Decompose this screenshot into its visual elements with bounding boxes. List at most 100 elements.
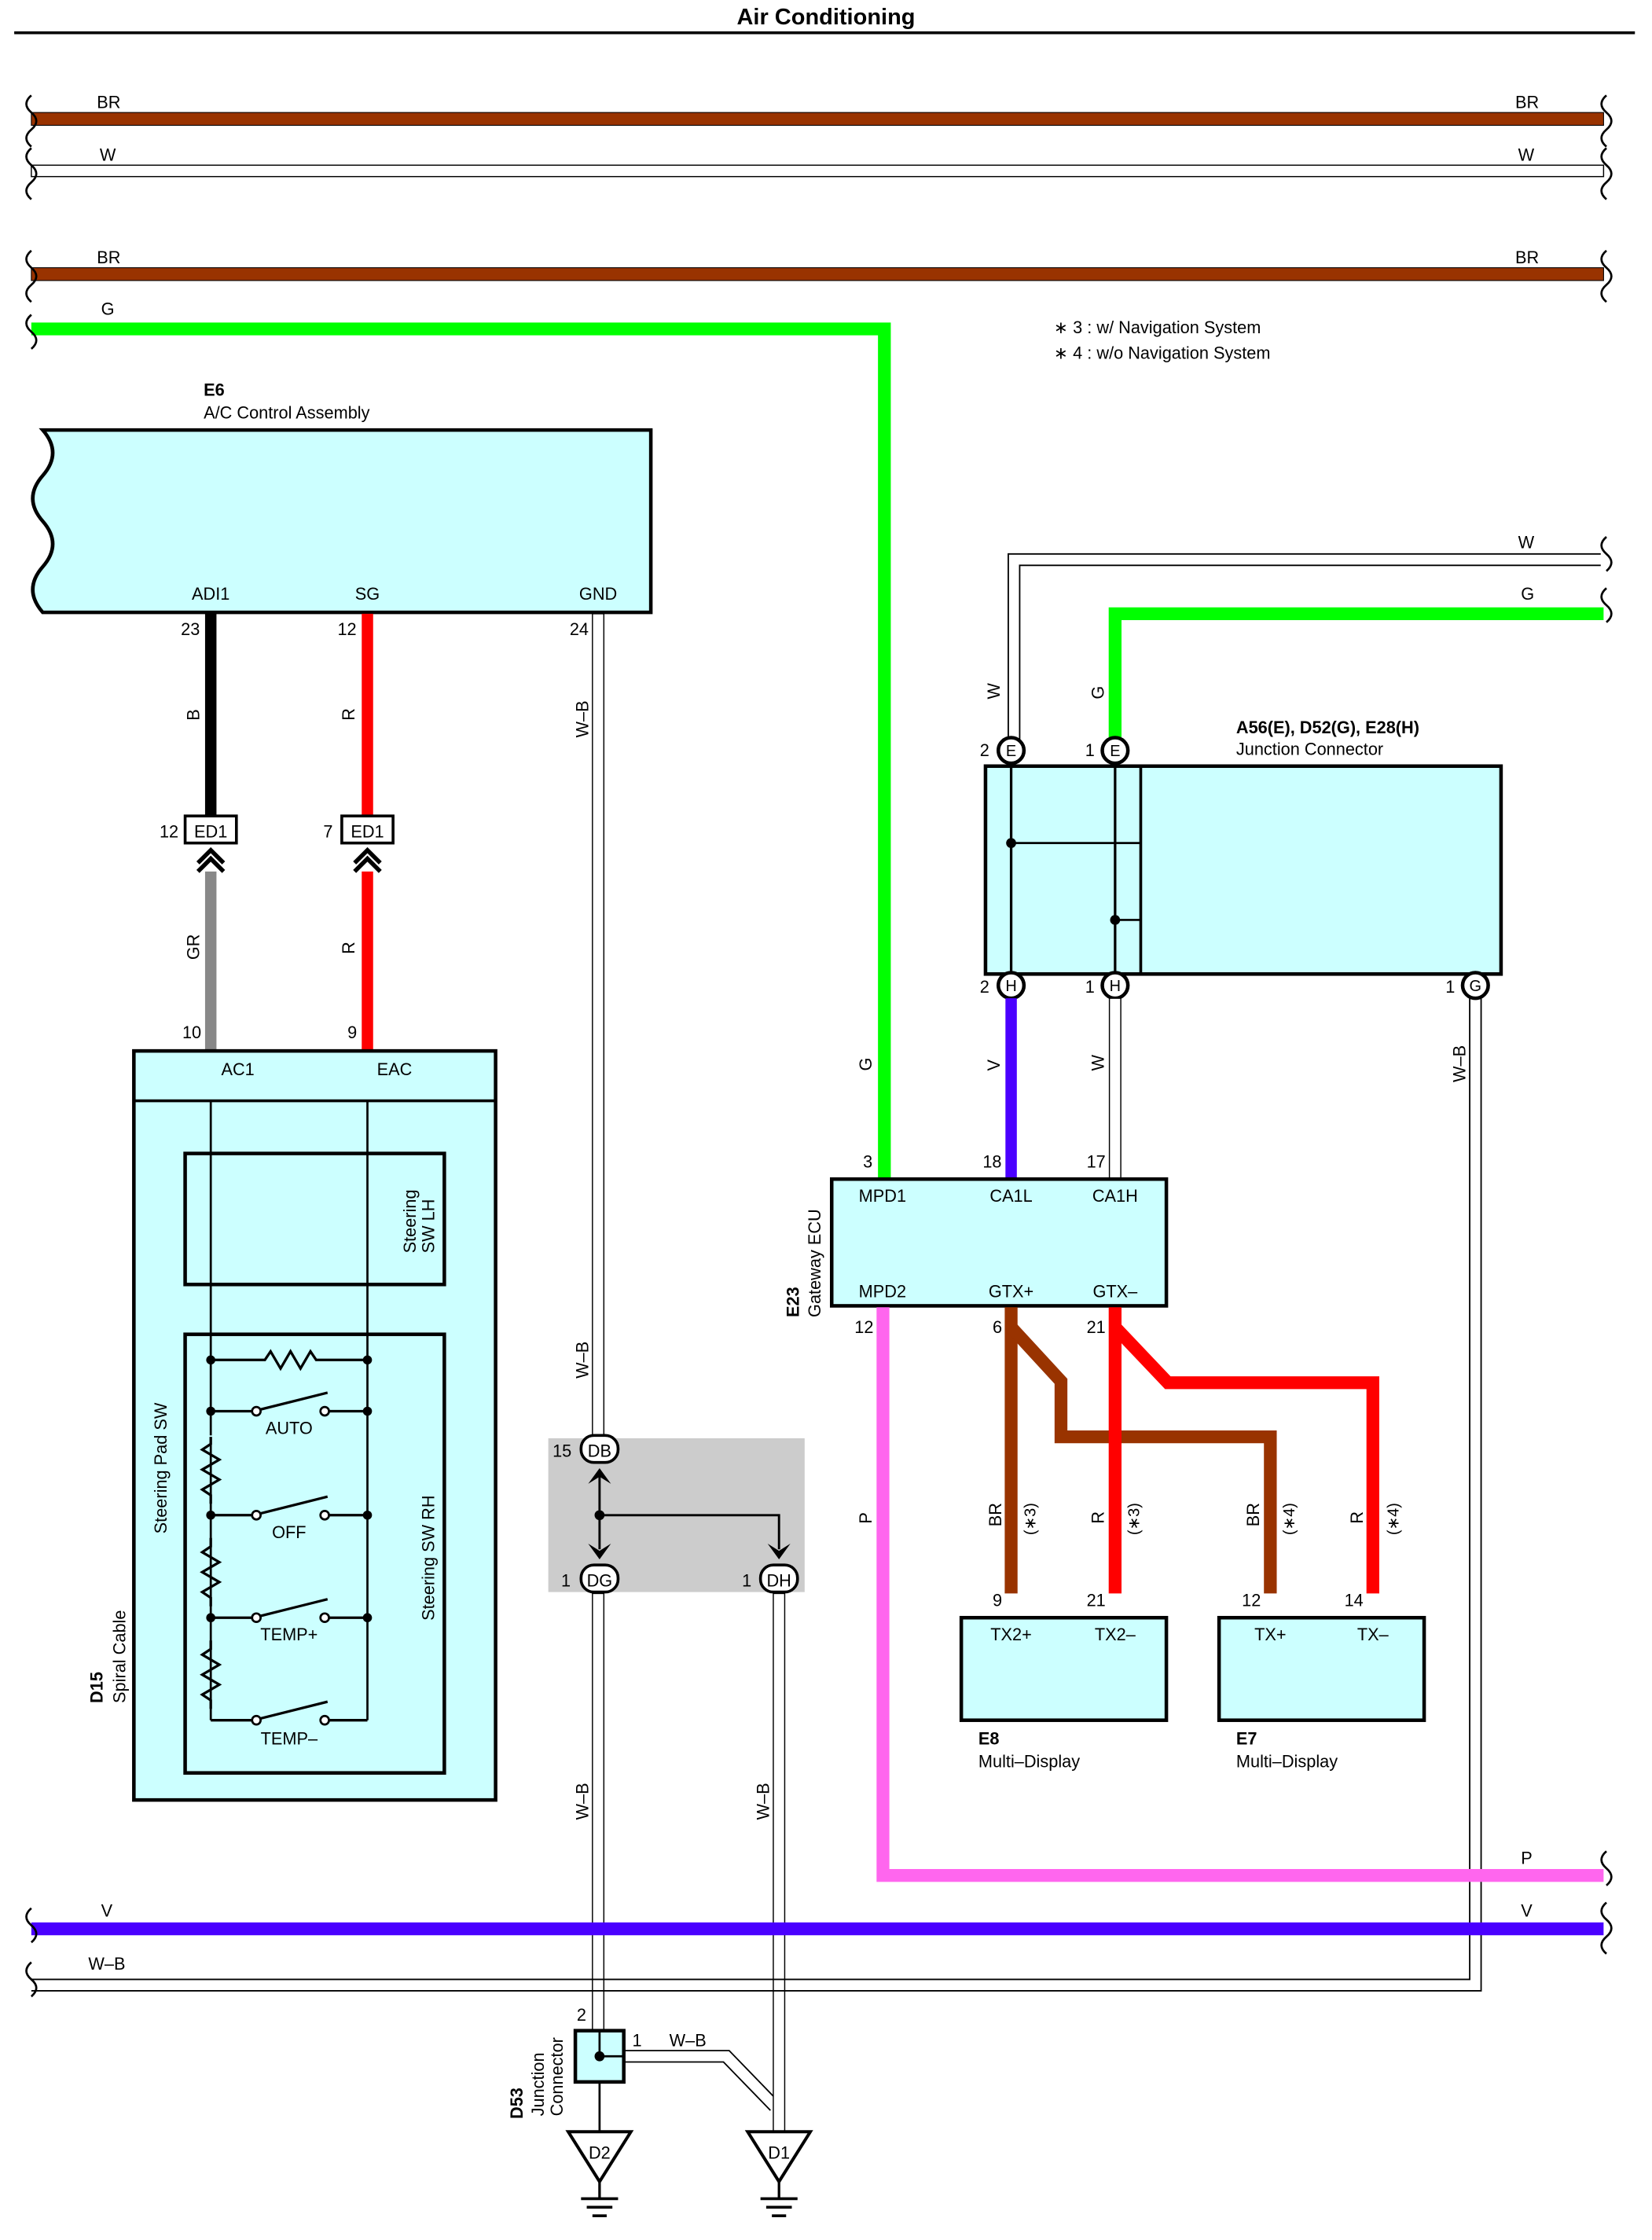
wire-jc-g-wb: W–B [31,998,1482,1992]
bus-br-1: BR BR [25,93,1613,148]
steering-sw-lh-box [183,1151,446,1287]
ecu-pin-gtx-plus: 6 [993,1317,1002,1337]
d53-junction-connector: 2 1 W–B D53 Junction Connector [507,2005,774,2132]
d15-name: Spiral Cable [109,1610,129,1703]
e7-name: Multi–Display [1236,1751,1338,1771]
wire-e6-gnd-wb: W–B [572,613,605,1438]
wire-d15-ac1-label: GR [184,935,204,960]
switch-temp-plus: TEMP+ [211,1598,368,1644]
ground-d2: D2 [565,2130,634,2218]
junction-block-db: W–B 15 DB 1 DG 1 DH [548,1342,805,1594]
jc-bottom-pin-2-letter: H [1110,978,1121,995]
bus-w-1: W W [25,145,1613,200]
bus-w-1-left-label: W [100,145,116,165]
d15-spiral-cable: 10 9 AC1 EAC D15 Spiral Cable Steering S… [86,1023,497,1802]
wire-e6-gnd-label: W–B [572,700,592,737]
e8-pin-tx2-plus: 9 [993,1591,1002,1610]
wire-e6-adi1-label: B [184,709,204,720]
db-label: DB [588,1441,611,1460]
bus-br-1-left-label: BR [97,93,120,112]
note-3: ∗ 3 : w/ Navigation System [1054,318,1261,337]
ed1-right-label: ED1 [351,821,384,841]
steering-sw-lh-line1: Steering [400,1189,420,1253]
jc-top-pin-2-num: 1 [1085,740,1095,760]
wire-gtx-plus-br: BR (∗3) BR (∗4) [986,1307,1298,1594]
wire-jc-g-out-label: W–B [1450,1045,1470,1082]
e7-code: E7 [1236,1728,1257,1748]
wire-dg-label: W–B [572,1783,592,1820]
wire-e6-sg-label: R [339,708,358,721]
d53-name-line2: Connector [547,2037,567,2116]
switch-auto: AUTO [211,1391,368,1438]
e7-terminal-tx-minus: TX– [1357,1625,1390,1644]
jc-code: A56(E), D52(G), E28(H) [1236,718,1419,737]
bus-br-2: BR BR [25,248,1613,303]
switch-auto-label: AUTO [266,1419,313,1438]
bus-v: V V [25,1901,1613,1955]
e8-pin-tx2-minus: 21 [1087,1591,1106,1610]
e7-multi-display: 12 14 TX+ TX– E7 Multi–Display [1217,1591,1426,1771]
wire-db-in-label: W–B [572,1342,592,1379]
wire-e8-br-label: BR [986,1503,1005,1526]
wire-mpd1-label: G [856,1058,876,1071]
switch-temp-plus-label: TEMP+ [260,1625,318,1644]
e6-pin-adi1: 23 [181,619,200,639]
dh-label: DH [766,1570,791,1590]
ed1-left-pin: 12 [160,821,178,841]
ecu-terminal-mpd2: MPD2 [859,1282,906,1302]
steering-sw-rh-box [183,1332,446,1775]
jc-bottom-pin-3-num: 1 [1445,977,1455,997]
jc-bottom-pin-1-num: 2 [980,977,989,997]
wire-jc-g-label: G [1088,686,1107,700]
jc-bottom-pin-2-num: 1 [1085,977,1095,997]
dg-label: DG [587,1570,613,1590]
wire-e7-br-label: BR [1243,1503,1263,1526]
dh-pin: 1 [742,1570,751,1590]
switch-off: OFF [211,1495,368,1542]
d15-terminal-ac1: AC1 [221,1059,254,1079]
wire-e8-r-label: R [1088,1511,1107,1524]
jc-top-pin-1-num: 2 [980,740,989,760]
d53-name-line1: Junction [528,2052,548,2116]
e7-pin-tx-plus: 12 [1242,1591,1261,1610]
jc-bottom-pin-1-letter: H [1005,978,1016,995]
wire-jc-w-label: W [984,683,1004,700]
bus-p-right-label: P [1521,1849,1533,1868]
bus-wb-left: W–B [25,1954,125,1998]
e6-terminal-gnd: GND [579,584,617,604]
bus-br-2-left-label: BR [97,248,120,267]
wire-e7-r-label: R [1347,1511,1367,1524]
ecu-terminal-gtx-minus: GTX– [1092,1282,1138,1302]
e23-gateway-ecu: 3 18 17 MPD1 CA1L CA1H MPD2 GTX+ GTX– E2… [784,1152,1169,1337]
ecu-pin-ca1l: 18 [982,1152,1001,1172]
bus-v-right-label: V [1521,1901,1533,1921]
diagram-title: Air Conditioning [736,5,915,30]
bus-br-1-right-label: BR [1515,93,1539,112]
wire-mpd2-label: P [856,1512,876,1523]
ecu-code: E23 [784,1287,803,1317]
ecu-terminal-ca1l: CA1L [989,1186,1032,1206]
ecu-pin-ca1h: 17 [1087,1152,1106,1172]
bus-w-right-label: W [1518,533,1535,553]
ed1-left-label: ED1 [194,821,227,841]
ecu-name: Gateway ECU [805,1209,824,1317]
ground-d1: D1 [744,2130,813,2218]
bus-g-left: G [25,299,891,1178]
e6-name: A/C Control Assembly [204,403,370,423]
wire-ca1h-label: W [1088,1054,1107,1070]
ecu-pin-gtx-minus: 21 [1087,1317,1106,1337]
wire-e7-br-note: (∗4) [1281,1503,1298,1535]
ecu-terminal-gtx-plus: GTX+ [989,1282,1033,1302]
steering-sw-lh-line2: SW LH [419,1199,439,1254]
e6-code: E6 [204,380,225,400]
e8-multi-display: 9 21 TX2+ TX2– E8 Multi–Display [959,1591,1169,1771]
steering-pad-sw-label: Steering Pad SW [151,1402,171,1533]
wire-d15-eac-red: R [339,871,373,1052]
switch-off-label: OFF [272,1522,306,1542]
bus-wb-left-label: W–B [88,1954,125,1974]
e6-terminal-sg: SG [355,584,380,604]
d15-terminal-eac: EAC [377,1059,413,1079]
bus-br-2-right-label: BR [1515,248,1539,267]
d15-pin-eac: 9 [347,1023,357,1042]
